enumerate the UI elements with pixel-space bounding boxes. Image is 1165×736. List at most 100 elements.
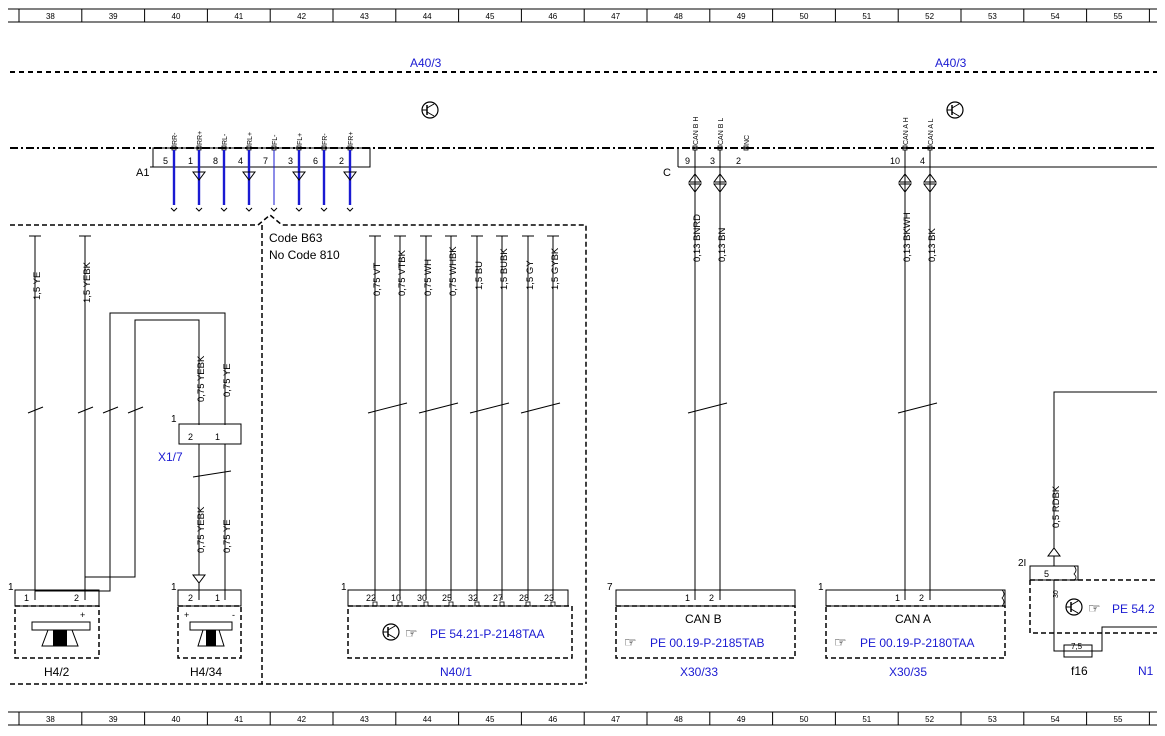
ruler-number: 50	[800, 12, 809, 21]
svg-text:1: 1	[171, 414, 177, 425]
pin-signal: RR-	[172, 132, 179, 145]
svg-text:2: 2	[188, 432, 193, 442]
pin-number: 9	[685, 156, 690, 166]
ruler-number: 41	[234, 715, 243, 724]
connector-x30-33: 7 1 2 CAN B ☞ PE 00.19-P-2185TAB X30/33	[607, 582, 796, 679]
transistor-icon	[421, 101, 439, 119]
pin-number: 25	[442, 593, 452, 603]
pin-number: 4	[920, 156, 925, 166]
speaker-h4-34: 1 2 1 + - H4/34	[171, 582, 242, 679]
svg-text:+: +	[184, 610, 189, 620]
pin-number: 10	[391, 593, 401, 603]
wire-label: 1,5 BUBK	[499, 248, 510, 290]
ruler-number: 46	[548, 715, 557, 724]
wire-label: 1,5 GY	[525, 260, 536, 290]
pin-number: 10	[890, 156, 900, 166]
ruler-number: 38	[46, 12, 55, 21]
pin-signal: FR-	[322, 133, 329, 145]
connector-x30-35-title: CAN A	[895, 612, 931, 626]
connector-a1: A1 RR-5RR+1RL-8RL+4FL-7FL+3FR-6FR+2	[136, 131, 371, 212]
module-label-right: A40/3	[935, 56, 967, 70]
svg-text:1: 1	[685, 593, 690, 603]
connector-x30-35: 1 1 2 CAN A ☞ PE 00.19-P-2180TAA X30/35	[818, 582, 1006, 679]
wire-label: 0,13 BNRD	[692, 214, 703, 262]
ruler-number: 48	[674, 12, 683, 21]
code-box-line2: No Code 810	[269, 248, 340, 262]
connector-x30-33-label: X30/33	[680, 665, 718, 679]
ruler-number: 52	[925, 715, 934, 724]
svg-text:1: 1	[818, 582, 824, 593]
pin-signal: CAN B H	[693, 117, 700, 145]
ruler-number: 43	[360, 715, 369, 724]
pin-number: 5	[163, 156, 168, 166]
connector-x1-7-label: X1/7	[158, 450, 183, 464]
wire-label: 0,5 RDBK	[1051, 485, 1062, 528]
ruler-number: 49	[737, 12, 746, 21]
transistor-icon	[946, 101, 964, 119]
pin-signal: RR+	[197, 131, 204, 145]
pin-number: 3	[710, 156, 715, 166]
transistor-icon	[382, 623, 400, 641]
wire-label: 1,5 GYBK	[550, 247, 561, 290]
ruler-number: 47	[611, 715, 620, 724]
wire-label: 0,13 BK	[927, 228, 938, 262]
transistor-icon	[1065, 598, 1083, 616]
wire-label: 1,5 YEBK	[82, 261, 93, 303]
wire-label: 0,75 YEBK	[196, 355, 207, 402]
svg-text:5: 5	[1044, 569, 1049, 579]
ruler-number: 43	[360, 12, 369, 21]
wire-label: 0,75 YE	[222, 519, 233, 553]
pin-signal: CAN B L	[718, 118, 725, 145]
pin-signal: CAN A H	[903, 117, 910, 145]
can-wires: 0,13 BNRD 0,13 BN 0,13 BKWH 0,13 BK	[687, 150, 938, 600]
svg-text:2: 2	[709, 593, 714, 603]
ruler-number: 53	[988, 715, 997, 724]
pin-number: 3	[288, 156, 293, 166]
ruler-number: 54	[1051, 715, 1060, 724]
wire-label: 0,75 YEBK	[196, 506, 207, 553]
wire-label: 0,75 VTBK	[397, 249, 408, 296]
ruler-number: 42	[297, 12, 306, 21]
svg-text:1: 1	[341, 582, 347, 593]
ruler-number: 52	[925, 12, 934, 21]
connector-x30-33-title: CAN B	[685, 612, 722, 626]
wire-label: 0,13 BN	[717, 228, 728, 262]
x30-35-ref-link[interactable]: PE 00.19-P-2180TAA	[860, 636, 975, 650]
speaker-h4-2-label: H4/2	[44, 665, 70, 679]
ruler-number: 46	[548, 12, 557, 21]
left-speaker-wires: 1,5 YE 1,5 YEBK 0,75 YEBK 0,75 YE	[27, 235, 233, 600]
pin-number: 6	[313, 156, 318, 166]
pin-signal: FL-	[272, 134, 279, 145]
fuse-value: 7,5	[1071, 642, 1083, 651]
ruler-number: 51	[862, 715, 871, 724]
hand-pointer-icon: ☞	[405, 625, 418, 641]
wire-label: 0,75 WHBK	[448, 246, 459, 296]
pin-number: 7	[263, 156, 268, 166]
svg-text:-: -	[232, 610, 235, 620]
wire-label: 0,13 BKWH	[902, 212, 913, 262]
speaker-h4-2: 1 1 2 + H4/2	[8, 582, 100, 679]
ruler-number: 54	[1051, 12, 1060, 21]
ruler-number: 40	[172, 12, 181, 21]
n40-1-ref-link[interactable]: PE 54.21-P-2148TAA	[430, 627, 545, 641]
svg-text:+: +	[80, 610, 85, 620]
svg-text:2: 2	[188, 593, 193, 603]
wire-label: 1,5 BU	[474, 261, 485, 290]
module-n1-label: N1	[1138, 664, 1154, 678]
hand-pointer-icon: ☞	[834, 634, 847, 650]
ruler-number: 50	[800, 715, 809, 724]
speaker-icon	[31, 621, 91, 647]
n1-ref-link[interactable]: PE 54.2	[1112, 602, 1155, 616]
speaker-icon	[189, 621, 233, 647]
ruler-number: 39	[109, 12, 118, 21]
pin-signal: FR+	[348, 132, 355, 145]
pin-number: 32	[468, 593, 478, 603]
svg-text:2: 2	[919, 593, 924, 603]
speaker-h4-34-label: H4/34	[190, 665, 222, 679]
svg-text:1: 1	[215, 432, 220, 442]
x30-33-ref-link[interactable]: PE 00.19-P-2185TAB	[650, 636, 765, 650]
svg-text:1: 1	[24, 593, 29, 603]
